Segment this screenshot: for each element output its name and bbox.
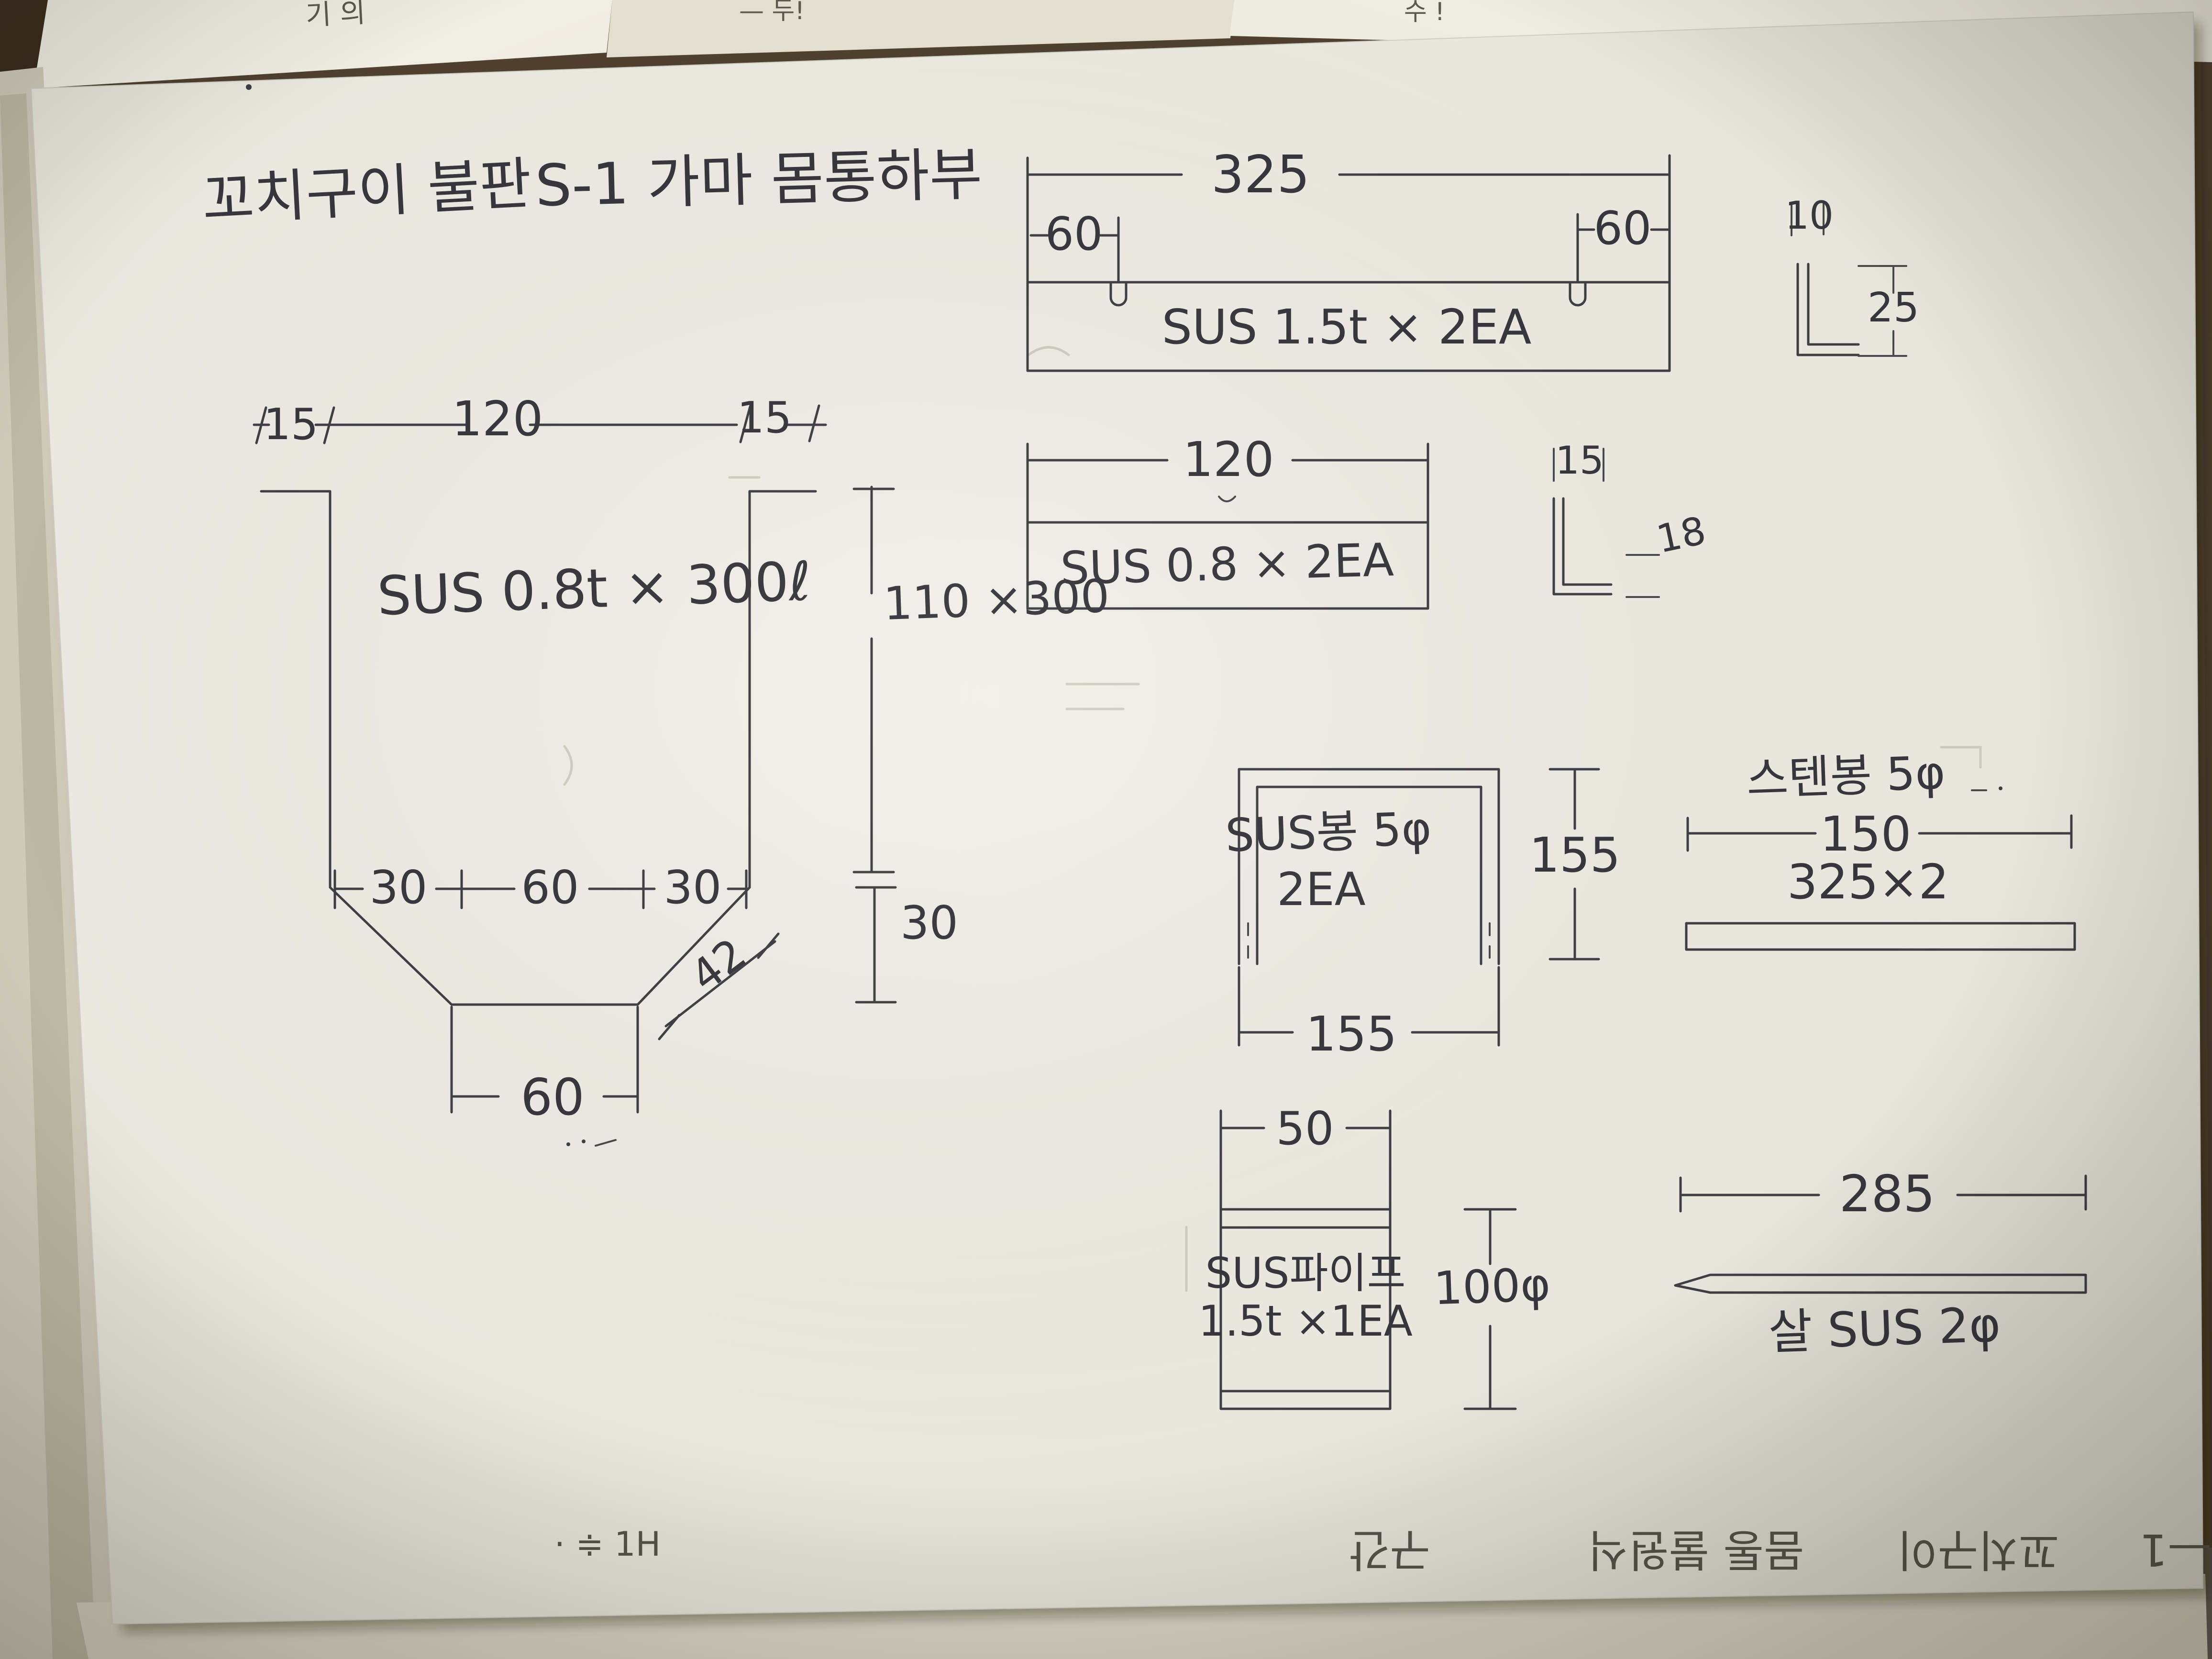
photo-vignette <box>0 0 2212 1659</box>
photo-of-drawing: 기 의 — 두! 수 ! 꼬치구이 불판 S-1 가마 몸통하부 325 60 <box>0 0 2212 1659</box>
drawing-canvas: 기 의 — 두! 수 ! 꼬치구이 불판 S-1 가마 몸통하부 325 60 <box>0 0 2212 1659</box>
